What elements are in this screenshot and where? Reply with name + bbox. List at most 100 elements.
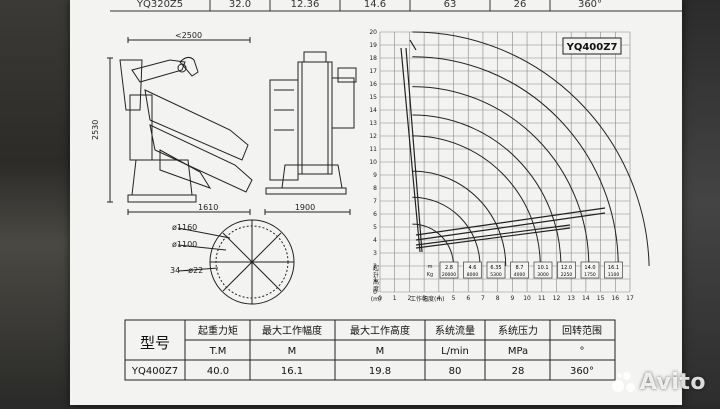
load-chart-y-caption: 起 升 高 度 (m) — [371, 264, 382, 303]
load-curve — [412, 56, 619, 267]
x-tick-label: 12 — [553, 295, 561, 302]
avito-logo-icon — [611, 371, 636, 394]
spec-col-flow: 系统流量 — [435, 324, 475, 337]
spec-sheet: YQ320Z5 32.0 12.36 14.6 63 26 360° <2500… — [70, 0, 694, 405]
y-tick-label: 12 — [369, 133, 377, 140]
spec-unit-pressure: MPa — [508, 346, 528, 357]
y-tick-label: 20 — [369, 29, 377, 36]
y-tick-label: 19 — [369, 42, 377, 49]
spec-unit-moment: T.M — [209, 346, 227, 357]
crane-front-view — [107, 37, 253, 215]
load-label-kg: 4000 — [514, 272, 526, 278]
spec-col-max-height: 最大工作高度 — [350, 324, 410, 337]
x-tick-label: 14 — [582, 295, 590, 302]
y-tick-label: 11 — [369, 146, 377, 153]
front-base-width: 1610 — [198, 203, 218, 212]
x-tick-label: 5 — [452, 295, 456, 302]
y-tick-label: 0 — [373, 289, 377, 296]
load-label-m: 16.1 — [608, 265, 619, 271]
load-label-m: 12.0 — [561, 265, 572, 271]
load-chart-title: YQ400Z7 — [566, 42, 618, 53]
x-tick-label: 9 — [510, 295, 514, 302]
x-tick-label: 16 — [611, 295, 619, 302]
x-tick-label: 15 — [597, 295, 605, 302]
load-header-kg: Kg — [427, 272, 433, 278]
x-tick-label: 1 — [393, 295, 397, 302]
spec-header-label: 型号 — [140, 334, 170, 352]
crane-side-view — [264, 51, 357, 215]
top-table-row — [110, 0, 682, 12]
svg-text:升: 升 — [373, 271, 379, 279]
y-tick-label: 7 — [373, 198, 377, 205]
y-tick-label: 2 — [373, 263, 377, 270]
spec-val-rotation: 360° — [570, 366, 594, 377]
load-label-kg: 8000 — [467, 272, 479, 278]
svg-text:度: 度 — [373, 285, 379, 293]
base-plate-d2: ø1100 — [172, 240, 197, 249]
y-tick-label: 14 — [369, 107, 377, 114]
y-tick-label: 13 — [369, 120, 377, 127]
base-plate-bolts: 34—ø22 — [170, 266, 203, 275]
y-tick-label: 15 — [369, 94, 377, 101]
load-curve — [412, 86, 590, 267]
svg-text:起: 起 — [373, 264, 379, 272]
svg-text:高: 高 — [373, 278, 379, 286]
base-plate-diagram — [177, 219, 295, 305]
load-label-kg: 20000 — [442, 272, 456, 278]
background-left — [0, 0, 72, 405]
x-tick-label: 6 — [466, 295, 470, 302]
y-tick-label: 5 — [373, 224, 377, 231]
y-tick-label: 1 — [373, 276, 377, 283]
y-tick-label: 9 — [373, 172, 377, 179]
x-tick-label: 10 — [523, 295, 531, 302]
avito-watermark-text: Avito — [639, 370, 706, 395]
x-tick-label: 11 — [538, 295, 546, 302]
x-tick-label: 2 — [407, 295, 411, 302]
load-curve — [412, 170, 507, 267]
y-tick-label: 6 — [373, 211, 377, 218]
spec-unit-max-height: M — [376, 346, 385, 357]
load-label-m: 2.8 — [445, 265, 453, 271]
spec-val-pressure: 28 — [512, 366, 525, 377]
load-chart-curves — [412, 31, 650, 267]
spec-val-flow: 80 — [449, 366, 462, 377]
spec-unit-max-radius: M — [288, 346, 297, 357]
load-curve — [412, 135, 541, 267]
svg-text:(m): (m) — [371, 296, 382, 303]
load-chart-load-labels: m Kg 2.8200004.680006.3553008.7400010.13… — [427, 261, 623, 279]
x-tick-label: 3 — [422, 295, 426, 302]
top-row-model: YQ320Z5 — [136, 0, 183, 10]
load-chart-boom — [400, 39, 606, 253]
load-label-m: 6.35 — [490, 265, 501, 271]
top-row-radius: 12.36 — [291, 0, 320, 10]
spec-col-moment: 起重力矩 — [198, 324, 238, 337]
spec-val-max-radius: 16.1 — [281, 366, 303, 377]
y-tick-label: 17 — [369, 68, 377, 75]
load-label-kg: 2250 — [561, 272, 573, 278]
spec-col-pressure: 系统压力 — [498, 324, 538, 337]
top-row-flow: 63 — [444, 0, 457, 10]
spec-unit-flow: L/min — [441, 346, 469, 357]
spec-val-moment: 40.0 — [207, 366, 229, 377]
spec-val-max-height: 19.8 — [369, 366, 391, 377]
base-plate-d1: ø1160 — [172, 223, 197, 232]
load-label-kg: 5300 — [490, 272, 502, 278]
front-height: 2530 — [91, 120, 100, 140]
spec-row-model: YQ400Z7 — [131, 366, 178, 377]
top-row-height: 14.6 — [364, 0, 386, 10]
front-top-width: <2500 — [175, 31, 202, 40]
load-label-kg: 3000 — [537, 272, 549, 278]
spec-col-max-radius: 最大工作幅度 — [262, 324, 322, 337]
x-tick-label: 17 — [626, 295, 634, 302]
y-tick-label: 10 — [369, 159, 377, 166]
side-width: 1900 — [295, 203, 315, 212]
y-tick-label: 3 — [373, 250, 377, 257]
x-tick-label: 7 — [481, 295, 485, 302]
